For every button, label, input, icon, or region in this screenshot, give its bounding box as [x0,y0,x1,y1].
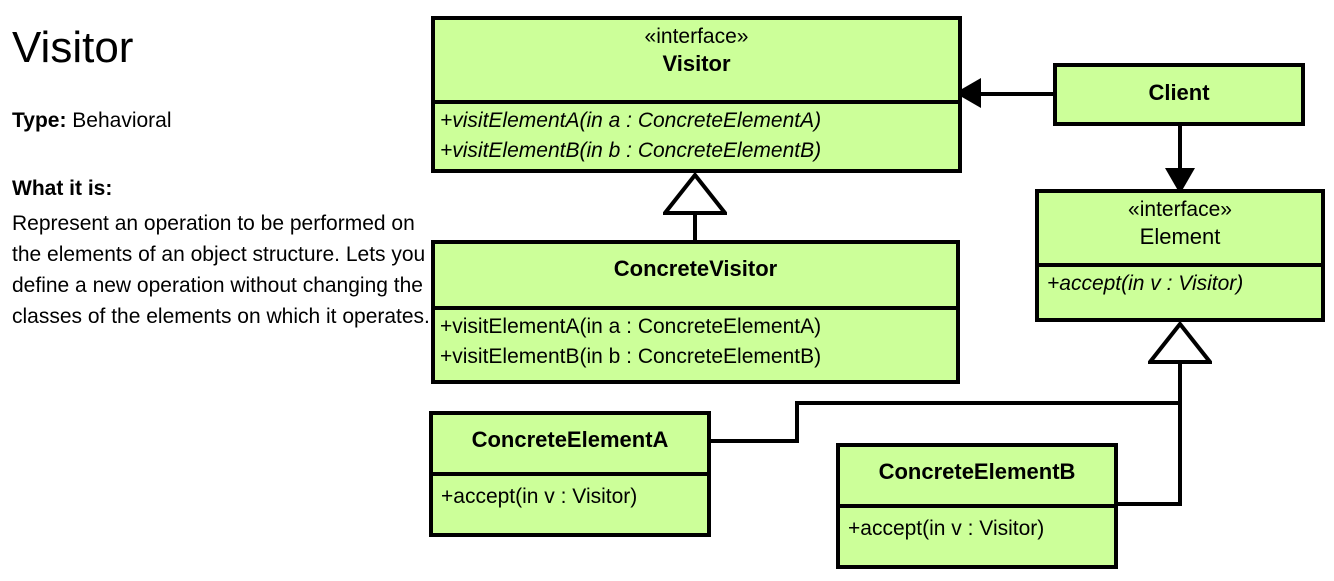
uml-class-visitor-operations: +visitElementA(in a : ConcreteElementA) … [435,104,958,170]
connector-concreteelementa-segment-right [707,439,799,443]
uml-operation: +visitElementA(in a : ConcreteElementA) [440,109,822,132]
uml-class-concreteelementb-divider [840,504,1114,508]
uml-class-concreteelementa-name: ConcreteElementA [471,427,669,452]
uml-class-concreteelementa-operations: +accept(in v : Visitor) [433,476,707,516]
connector-element-generalization-trunk [1178,360,1182,506]
connector-concreteelementa-segment-to-trunk [795,401,1182,405]
uml-operation: +accept(in v : Visitor) [441,485,638,508]
connector-client-to-element-line [1178,126,1182,180]
connector-concreteelementb-segment-to-trunk [1114,502,1182,506]
uml-class-element[interactable]: «interface» Element +accept(in v : Visit… [1035,189,1325,322]
uml-class-element-header: «interface» Element [1039,193,1321,263]
uml-class-concreteelementa[interactable]: ConcreteElementA +accept(in v : Visitor) [429,411,711,537]
uml-class-element-operations: +accept(in v : Visitor) [1039,267,1321,303]
uml-class-client[interactable]: Client [1053,63,1305,126]
uml-class-element-divider [1039,263,1321,267]
solid-arrowhead-visitor-icon [955,78,981,108]
uml-class-concretevisitor-operations: +visitElementA(in a : ConcreteElementA) … [435,310,956,376]
uml-operation: +visitElementB(in b : ConcreteElementB) [440,139,822,162]
uml-class-concreteelementb-header: ConcreteElementB [840,447,1114,504]
uml-class-client-header: Client [1057,67,1301,122]
uml-operation: +visitElementB(in b : ConcreteElementB) [440,345,822,368]
uml-class-concreteelementa-header: ConcreteElementA [433,415,707,472]
uml-class-concreteelementb-name: ConcreteElementB [878,459,1076,484]
uml-class-concreteelementb[interactable]: ConcreteElementB +accept(in v : Visitor) [836,443,1118,569]
uml-operation: +accept(in v : Visitor) [848,517,1045,540]
uml-class-concreteelementa-divider [433,472,707,476]
uml-class-element-stereotype: «interface» [1128,198,1232,221]
uml-class-visitor[interactable]: «interface» Visitor +visitElementA(in a … [431,16,962,173]
pattern-type-line: Type: Behavioral [12,110,172,131]
uml-class-visitor-name: Visitor [662,51,731,76]
uml-class-visitor-header: «interface» Visitor [435,20,958,100]
page-title: Visitor [12,23,134,72]
connector-client-to-visitor-line [975,92,1055,96]
uml-operation: +accept(in v : Visitor) [1047,272,1244,295]
what-it-is-body: Represent an operation to be performed o… [12,212,430,328]
connector-concretevisitor-to-visitor-line [693,210,697,244]
connector-concreteelementa-segment-up [795,401,799,443]
uml-class-element-name: Element [1139,224,1221,249]
solid-arrowhead-element-icon [1165,168,1195,194]
uml-class-concretevisitor-header: ConcreteVisitor [435,244,956,306]
uml-class-concretevisitor-divider [435,306,956,310]
pattern-type-value: Behavioral [72,109,172,132]
hollow-triangle-element-icon [1148,322,1212,364]
uml-class-concretevisitor-name: ConcreteVisitor [613,256,778,281]
pattern-type-label: Type: [12,109,67,132]
what-it-is-label: What it is: [12,177,113,200]
uml-class-concreteelementb-operations: +accept(in v : Visitor) [840,508,1114,548]
uml-class-client-name: Client [1148,80,1210,105]
uml-class-visitor-stereotype: «interface» [644,25,749,48]
uml-class-visitor-divider [435,100,958,104]
hollow-triangle-visitor-icon [663,173,727,215]
uml-class-concretevisitor[interactable]: ConcreteVisitor +visitElementA(in a : Co… [431,240,960,384]
uml-operation: +visitElementA(in a : ConcreteElementA) [440,315,822,338]
